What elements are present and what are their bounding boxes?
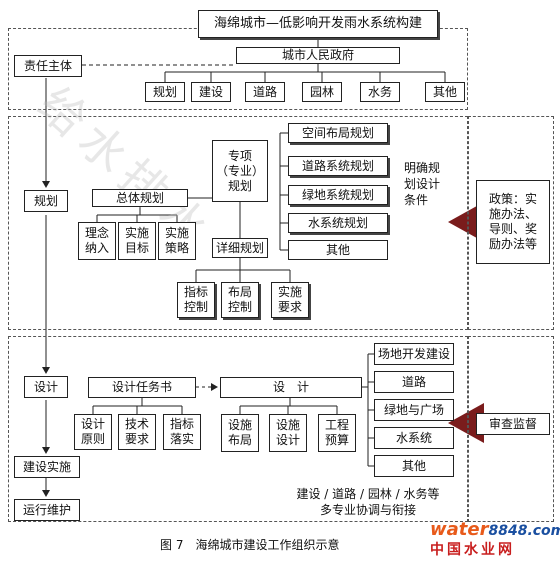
review-supervision-box: 审查监督: [476, 413, 550, 435]
logo-brand-line: water8848.com: [430, 519, 560, 541]
field-green-square: 绿地与广场: [374, 399, 454, 421]
detailed-item-index: 指标 控制: [177, 282, 215, 318]
overall-item-strategy: 实施 策略: [158, 222, 196, 260]
design-section-frame: [8, 336, 468, 522]
dept-planning: 规划: [145, 82, 185, 102]
detailed-item-requirement: 实施 要求: [271, 282, 309, 318]
logo-brand: water: [430, 519, 489, 540]
special-item-other: 其他: [288, 240, 388, 260]
detailed-planning-box: 详细规划: [212, 238, 268, 258]
design-item-budget: 工程 预算: [318, 414, 356, 452]
overall-item-target: 实施 目标: [118, 222, 156, 260]
planning-conditions-note: 明确规 划设计 条件: [404, 161, 441, 208]
review-frame: [468, 336, 554, 522]
logo-suffix: .com: [527, 523, 560, 539]
dept-other: 其他: [425, 82, 465, 102]
field-other: 其他: [374, 455, 454, 477]
figure-caption: 图 7 海绵城市建设工作组织示意: [160, 538, 340, 552]
planning-stage-box: 规划: [24, 190, 68, 212]
task-item-principle: 设计 原则: [74, 414, 112, 450]
design-stage-box: 设计: [24, 376, 68, 398]
special-item-road: 道路系统规划: [288, 156, 388, 176]
overall-planning-box: 总体规划: [92, 189, 188, 207]
special-item-spatial: 空间布局规划: [288, 123, 388, 143]
logo-number: 8848: [488, 523, 528, 539]
design-item-layout: 设施 布局: [221, 414, 259, 452]
operation-stage-box: 运行维护: [14, 499, 80, 521]
special-item-water: 水系统规划: [288, 213, 388, 233]
task-book-box: 设计任务书: [88, 377, 196, 398]
logo-chinese-name: 中国水业网: [430, 542, 515, 558]
title-box: 海绵城市—低影响开发雨水系统构建: [198, 10, 438, 38]
dept-construction: 建设: [191, 82, 231, 102]
overall-item-concept: 理念 纳入: [78, 222, 116, 260]
field-site-development: 场地开发建设: [374, 343, 454, 365]
special-item-green: 绿地系统规划: [288, 185, 388, 205]
dept-roads: 道路: [245, 82, 285, 102]
policy-box: 政策：实 施办法、 导则、奖 励办法等: [476, 180, 550, 264]
coordination-note: 建设 / 道路 / 园林 / 水务等 多专业协调与衔接: [296, 487, 440, 518]
task-item-index: 指标 落实: [163, 414, 201, 450]
responsible-party-box: 责任主体: [14, 55, 82, 77]
task-item-technical: 技术 要求: [118, 414, 156, 450]
field-water-system: 水系统: [374, 427, 454, 449]
government-box: 城市人民政府: [236, 47, 400, 64]
construction-stage-box: 建设实施: [14, 456, 80, 478]
dept-gardens: 园林: [302, 82, 342, 102]
planning-section-frame: [8, 116, 468, 330]
dept-water: 水务: [360, 82, 400, 102]
policy-frame: [468, 116, 554, 330]
water8848-logo: water8848.com 中国水业网: [430, 519, 560, 562]
special-planning-box: 专项 （专业） 规划: [212, 140, 268, 202]
detailed-item-layout: 布局 控制: [221, 282, 259, 318]
design-box: 设 计: [220, 377, 362, 398]
field-roads: 道路: [374, 371, 454, 393]
design-item-facility: 设施 设计: [269, 414, 307, 452]
